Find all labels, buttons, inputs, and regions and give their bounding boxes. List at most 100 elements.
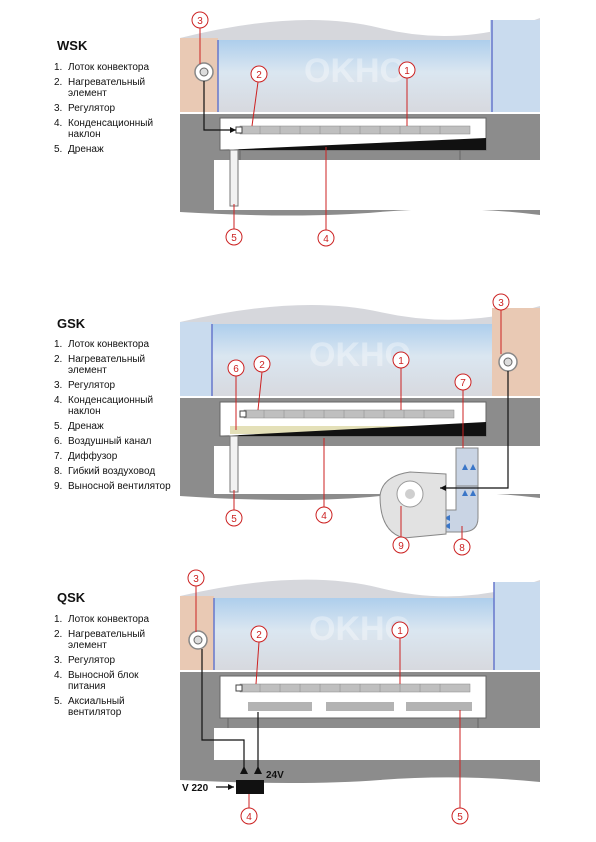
axial-fan-3 (406, 702, 472, 711)
callout-9-label: 9 (398, 541, 404, 552)
diffuser (455, 447, 479, 487)
heating-element (239, 125, 471, 135)
condensation-slope (222, 422, 486, 436)
legend-text: Нагревательный элемент (68, 77, 146, 99)
callout-6-label: 6 (233, 364, 239, 375)
legend-item: 9. Выносной вентилятор (54, 481, 173, 492)
legend-text: Воздушный канал (68, 436, 152, 447)
legend-item: 1.Лоток конвектора (54, 62, 173, 73)
power-input-label: V 220 (182, 783, 209, 794)
legend-num: 3. (54, 103, 63, 114)
wall-plaster-right (492, 308, 540, 396)
callout-1: 1 (392, 351, 410, 369)
axial-fan-1 (248, 702, 312, 711)
callout-3-label: 3 (193, 574, 199, 585)
callout-1-label: 1 (398, 356, 404, 367)
callout-2: 2 (250, 65, 268, 83)
legend-text: Нагревательный элемент (68, 354, 146, 376)
legend-item: 5. Дренаж (54, 144, 173, 155)
drain-pipe (229, 149, 239, 207)
legend-item: 2. Нагревательный элемент (54, 354, 173, 376)
power-output-label: 24V (266, 770, 284, 781)
panel-qsk: OKHO V 220 24V (0, 560, 596, 842)
panel-title: WSK (57, 38, 88, 53)
callout-1-label: 1 (404, 66, 410, 77)
callout-5: 5 (451, 807, 469, 825)
legend-num: 7. (54, 451, 63, 462)
legend-text: Лоток конвектора (68, 614, 150, 625)
callout-4-label: 4 (321, 511, 327, 522)
legend-text: Конденсационный наклон (68, 395, 154, 417)
gsk-diagram: OKHO (180, 293, 540, 556)
callout-1-label: 1 (397, 626, 403, 637)
legend-text: Выносной вентилятор (68, 481, 171, 492)
control-wire (203, 81, 236, 131)
callout-5-label: 5 (457, 812, 463, 823)
callout-6: 6 (227, 359, 245, 377)
axial-fan-2 (326, 702, 394, 711)
legend-item: 3.Регулятор (54, 380, 173, 391)
legend-text: Выносной блок питания (68, 670, 139, 692)
legend-num: 2. (54, 77, 63, 88)
legend-text: Регулятор (68, 655, 116, 666)
qsk-diagram: OKHO V 220 24V (180, 569, 540, 825)
callout-5-label: 5 (231, 233, 237, 244)
legend-num: 5. (54, 696, 63, 707)
legend-item: 3.Регулятор (54, 655, 173, 666)
callout-2: 2 (250, 625, 268, 643)
legend-num: 5. (54, 144, 63, 155)
legend-text: Дренаж (68, 144, 104, 155)
legend-num: 4. (54, 395, 63, 406)
legend-num: 2. (54, 354, 63, 365)
drain-pipe (229, 435, 239, 493)
power-supply-block (236, 780, 264, 794)
callout-9: 9 (392, 536, 410, 554)
legend-item: 6.Воздушный канал (54, 436, 173, 447)
legend-text: Лоток конвектора (68, 62, 150, 73)
callout-1: 1 (391, 621, 409, 639)
legend-text: Конденсационный наклон (68, 118, 154, 140)
panel-title: GSK (57, 316, 86, 331)
legend-num: 9. (54, 481, 63, 492)
condensation-slope (222, 138, 486, 150)
heating-element (243, 409, 455, 419)
floor-lower-void (214, 196, 540, 210)
heating-element (239, 683, 471, 693)
callout-5: 5 (225, 228, 243, 246)
callout-4: 4 (315, 506, 333, 524)
legend-text: Гибкий воздуховод (68, 466, 156, 477)
legend-text: Регулятор (68, 380, 116, 391)
window-frame-left (180, 322, 212, 396)
legend-text: Лоток конвектора (68, 339, 150, 350)
callout-8: 8 (453, 538, 471, 556)
panel-title: QSK (57, 590, 86, 605)
legend-num: 5. (54, 421, 63, 432)
callout-7: 7 (454, 373, 472, 391)
convector-tray (219, 675, 487, 719)
panel-gsk: OKHO (0, 282, 596, 557)
legend: 1. Лоток конвектора 2.Нагревательный элем… (54, 614, 173, 722)
legend-text: Диффузор (68, 451, 118, 462)
callout-5-label: 5 (231, 514, 237, 525)
legend-item: 4. Конденсационный наклон (54, 395, 173, 417)
callout-2-label: 2 (259, 360, 265, 371)
callout-4-label: 4 (323, 234, 329, 245)
callout-3-label: 3 (197, 16, 203, 27)
callout-1: 1 (398, 61, 416, 79)
callout-3: 3 (492, 293, 510, 311)
legend-item: 2. Нагревательный элемент (54, 77, 173, 99)
legend-item: 4.Выносной блок питания (54, 670, 173, 692)
legend-item: 5.Аксиальный вентилятор (54, 696, 173, 718)
legend-item: 2.Нагревательный элемент (54, 629, 173, 651)
callout-3: 3 (187, 569, 205, 587)
callout-2-label: 2 (256, 630, 262, 641)
callout-2-label: 2 (256, 70, 262, 81)
legend-num: 8. (54, 466, 63, 477)
wsk-diagram: OKHO (180, 11, 540, 247)
control-wire (440, 371, 509, 489)
legend-item: 4.Конденсационный наклон (54, 118, 173, 140)
window-frame-right (494, 582, 540, 670)
callout-2: 2 (253, 355, 271, 373)
legend-num: 1. (54, 614, 63, 625)
legend-text: Регулятор (68, 103, 116, 114)
